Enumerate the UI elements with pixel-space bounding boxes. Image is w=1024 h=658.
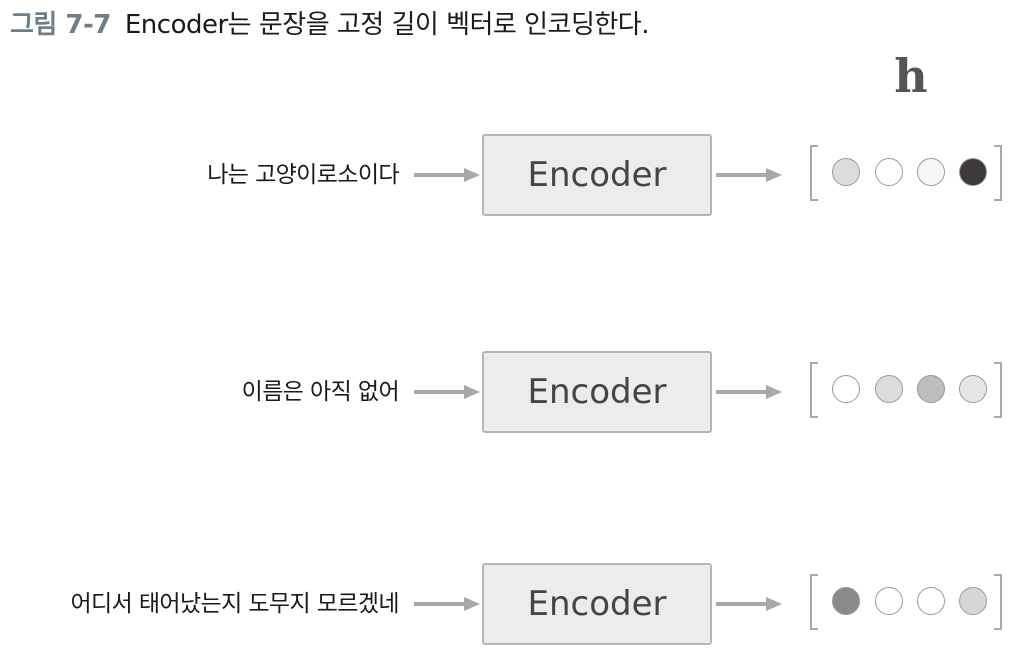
vector-title: h: [894, 49, 928, 103]
encoder-label: Encoder: [527, 155, 667, 195]
encoding-row-3: 어디서 태어났는지 도무지 모르겠네 Encoder: [0, 560, 1024, 650]
vector-element: [959, 587, 987, 615]
output-arrow: [716, 168, 782, 182]
output-vector: [808, 145, 1012, 205]
output-vector: [808, 362, 1012, 422]
vector-element: [832, 158, 860, 186]
encoder-box: Encoder: [482, 134, 712, 216]
encoder-box: Encoder: [482, 563, 712, 645]
vector-element: [959, 158, 987, 186]
encoder-label: Encoder: [527, 372, 667, 412]
vector-element: [832, 375, 860, 403]
encoder-box: Encoder: [482, 351, 712, 433]
right-bracket: [994, 145, 1002, 201]
encoding-row-2: 이름은 아직 없어 Encoder: [0, 348, 1024, 438]
input-sentence: 어디서 태어났는지 도무지 모르겠네: [70, 591, 399, 617]
left-bracket: [810, 362, 818, 418]
output-arrow: [716, 385, 782, 399]
right-bracket: [994, 574, 1002, 630]
vector-element: [875, 375, 903, 403]
figure-number: 그림 7-7: [10, 10, 111, 40]
figure-caption: 그림 7-7 Encoder는 문장을 고정 길이 벡터로 인코딩한다.: [10, 8, 649, 42]
encoder-label: Encoder: [527, 584, 667, 624]
input-sentence: 나는 고양이로소이다: [207, 162, 399, 188]
output-vector: [808, 574, 1012, 634]
output-arrow: [716, 597, 782, 611]
figure-caption-text: Encoder는 문장을 고정 길이 벡터로 인코딩한다.: [124, 10, 650, 40]
input-sentence: 이름은 아직 없어: [241, 379, 400, 405]
vector-element: [959, 375, 987, 403]
input-arrow: [414, 597, 480, 611]
vector-element: [875, 587, 903, 615]
vector-element: [917, 158, 945, 186]
vector-element: [832, 587, 860, 615]
vector-element: [917, 587, 945, 615]
vector-element: [875, 158, 903, 186]
left-bracket: [810, 145, 818, 201]
input-arrow: [414, 385, 480, 399]
left-bracket: [810, 574, 818, 630]
input-arrow: [414, 168, 480, 182]
right-bracket: [994, 362, 1002, 418]
vector-element: [917, 375, 945, 403]
encoding-row-1: 나는 고양이로소이다 Encoder: [0, 131, 1024, 221]
